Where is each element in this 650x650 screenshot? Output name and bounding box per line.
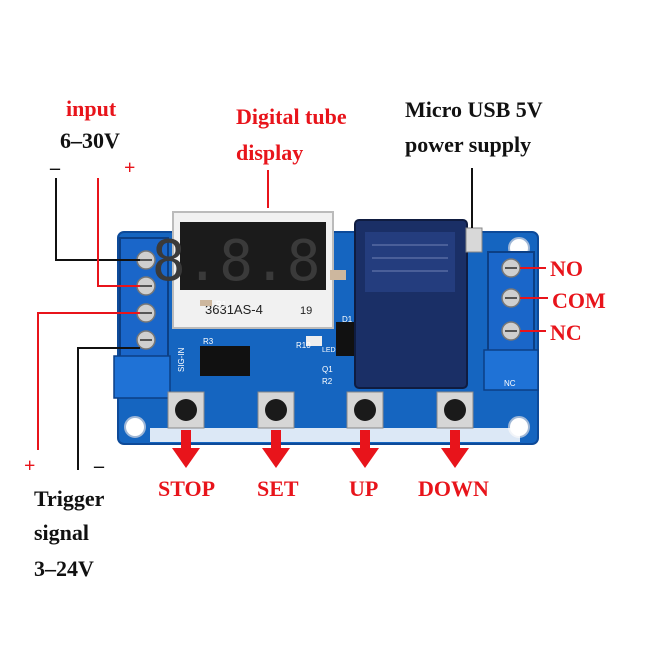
- silk-led: LED: [322, 347, 336, 354]
- silk-r1: R1: [216, 300, 227, 309]
- set-arrow-icon: [262, 430, 290, 468]
- input-terminal-block: [113, 237, 171, 399]
- small-components: R3 R1 D1 Q1 R2 R10 LED SIG-IN: [177, 270, 354, 386]
- down-button-label: DOWN: [418, 476, 489, 501]
- usb-label: Micro USB 5V: [405, 97, 543, 122]
- relay-leader-lines: [520, 267, 548, 332]
- down-switch: [436, 391, 474, 429]
- silk-sig-in: SIG-IN: [177, 347, 186, 372]
- silk-q1: Q1: [322, 365, 333, 374]
- display-label-line2: display: [236, 140, 304, 165]
- tactile-buttons: [167, 391, 474, 429]
- silk-r3: R3: [203, 337, 214, 346]
- stop-switch: [167, 391, 205, 429]
- stop-arrow-icon: [172, 430, 200, 468]
- micro-usb-port: [465, 227, 483, 253]
- button-arrows: [172, 430, 469, 468]
- trigger-leader-lines: [37, 312, 140, 470]
- trigger-plus-sign: +: [24, 455, 36, 477]
- input-minus-sign: –: [50, 157, 60, 179]
- silk-nc: NC: [504, 379, 516, 388]
- display-digits: 8.8.8.: [152, 229, 354, 294]
- set-button-label: SET: [257, 476, 299, 501]
- silk-r2: R2: [322, 377, 333, 386]
- up-switch: [346, 391, 384, 429]
- input-plus-sign: +: [124, 157, 136, 179]
- down-arrow-icon: [441, 430, 469, 468]
- input-leader-lines: [55, 178, 140, 287]
- input-label: input: [66, 96, 117, 121]
- com-terminal-label: COM: [552, 288, 606, 313]
- trigger-label-line2: signal: [34, 520, 90, 545]
- display-part-number: 3631AS-4: [205, 302, 263, 317]
- silk-d1: D1: [342, 315, 353, 324]
- input-voltage-label: 6–30V: [60, 128, 120, 153]
- relay-component: [354, 219, 468, 389]
- stop-button-label: STOP: [158, 476, 216, 501]
- relay-terminal-block: NC: [483, 251, 539, 391]
- no-terminal-label: NO: [550, 256, 583, 281]
- up-arrow-icon: [351, 430, 379, 468]
- silk-r10: R10: [296, 341, 311, 350]
- nc-terminal-label: NC: [550, 320, 582, 345]
- trigger-label: Trigger: [34, 486, 105, 511]
- trigger-label-line3: 3–24V: [34, 556, 94, 581]
- trigger-minus-sign: –: [94, 455, 104, 477]
- set-switch: [257, 391, 295, 429]
- usb-label-line2: power supply: [405, 132, 532, 157]
- display-code: 19: [300, 305, 312, 317]
- seven-segment-display: 8.8.8. 3631AS-4 19: [152, 211, 354, 329]
- display-label: Digital tube: [236, 104, 347, 129]
- up-button-label: UP: [349, 476, 379, 501]
